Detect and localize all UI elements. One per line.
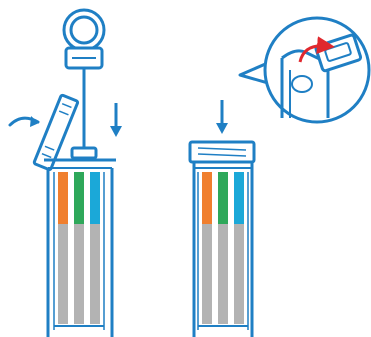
round-handle	[62, 8, 106, 70]
wire-gray-1	[202, 224, 212, 324]
wire-green	[218, 172, 228, 224]
wire-gray-3	[234, 224, 244, 324]
wire-blue	[234, 172, 244, 224]
wire-orange	[58, 172, 68, 224]
left-assembly	[8, 8, 122, 337]
wire-green	[74, 172, 84, 224]
wire-orange	[202, 172, 212, 224]
right-assembly	[188, 100, 256, 337]
right-connector-body	[192, 162, 254, 337]
installed-cap	[188, 140, 256, 164]
zoom-callout	[238, 16, 371, 124]
wire-gray-2	[218, 224, 228, 324]
wire-gray-1	[58, 224, 68, 324]
plunger-base	[70, 146, 98, 160]
left-connector-body	[44, 158, 116, 337]
tilted-cap	[32, 93, 80, 171]
down-arrow-icon	[216, 100, 228, 134]
wire-gray-2	[74, 224, 84, 324]
curved-arrow-head	[30, 116, 39, 127]
wire-blue	[90, 172, 100, 224]
rotate-arrow-icon	[298, 36, 335, 63]
down-arrow-icon	[110, 103, 122, 137]
zoom-detail	[280, 33, 363, 118]
wire-gray-3	[90, 224, 100, 324]
